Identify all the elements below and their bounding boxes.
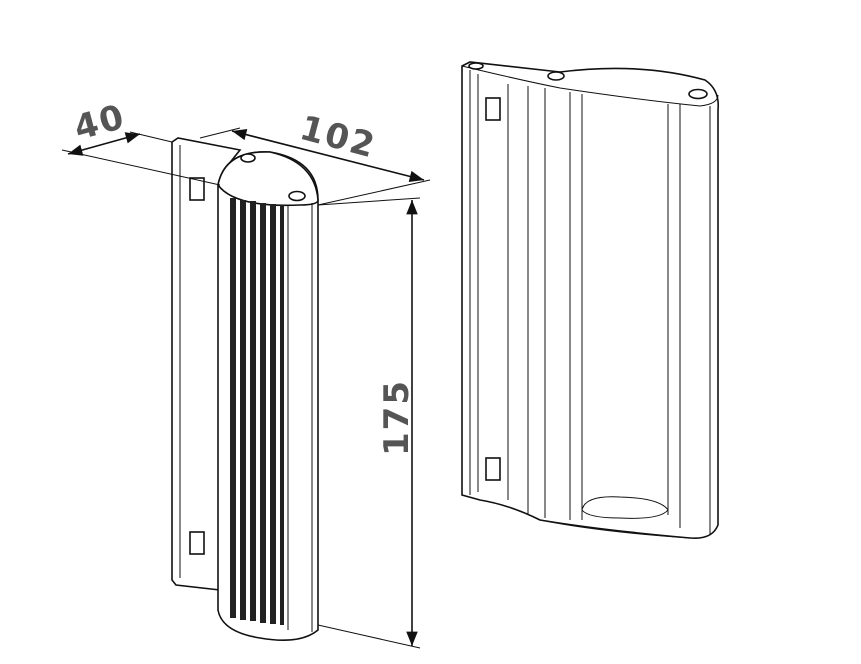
height-label: 175: [377, 379, 417, 456]
mounting-slot-bottom: [485, 457, 501, 481]
depth-label: 40: [70, 97, 130, 149]
width-label: 102: [296, 108, 381, 167]
handle-rear-view: [461, 61, 720, 540]
screw-hole-2: [288, 190, 306, 202]
mounting-slot-bottom: [189, 531, 205, 555]
screw-hole-1: [240, 153, 256, 163]
grip-ribs: [230, 198, 284, 625]
bottom-recess: [581, 496, 669, 519]
mounting-slot-top: [189, 177, 205, 201]
mounting-slot-top: [485, 97, 501, 121]
dimension-height: 175: [317, 197, 421, 649]
handle-front-view: [171, 137, 319, 641]
